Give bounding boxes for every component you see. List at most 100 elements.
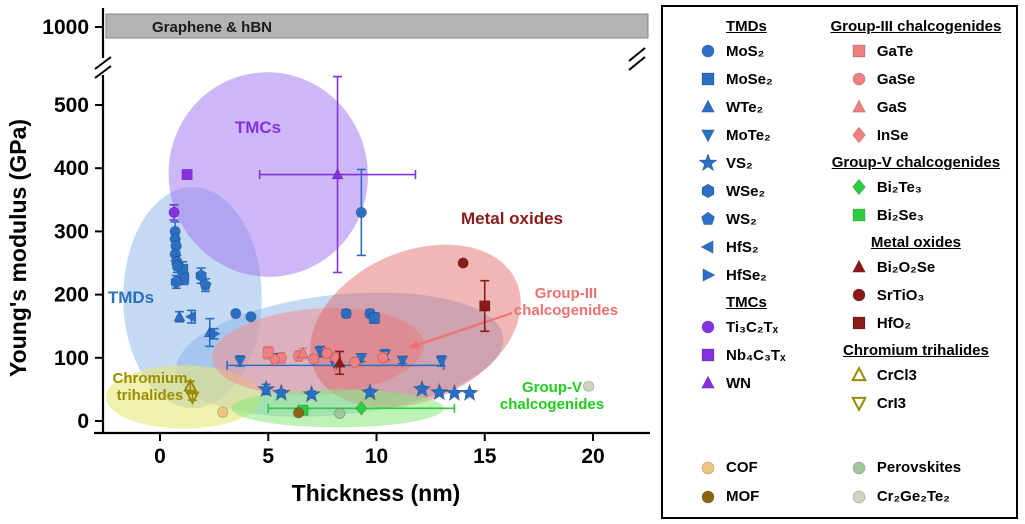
point-Ti3C2Tx — [168, 206, 180, 218]
y-tick-label: 200 — [54, 284, 89, 307]
data-points — [168, 75, 595, 419]
legend-item-label: Nb₄C₃Tₓ — [726, 346, 786, 364]
legend-item-label: Bi₂Te₃ — [876, 178, 922, 196]
legend-item-label: Bi₂Se₃ — [876, 206, 924, 224]
y-tick-label: 500 — [54, 94, 89, 117]
legend-marker-open-triangle-up-icon — [850, 366, 867, 382]
legend-item: COF — [671, 453, 822, 482]
legend-marker-triangle-down-icon — [701, 129, 715, 143]
point-WSe2 — [170, 275, 182, 289]
point-VS2 — [429, 382, 449, 401]
point-MoSe2 — [368, 312, 380, 324]
legend-item-label: CrCl3 — [876, 366, 917, 384]
graphene-band — [105, 13, 649, 39]
legend-item: Perovskites — [822, 453, 1010, 482]
point-Nb4C3Tx — [181, 168, 193, 181]
point-GaS — [296, 346, 309, 359]
region-label-metal-oxides: Metal oxides — [461, 209, 563, 228]
legend-item-label: Ti₃C₂Tₓ — [726, 318, 779, 336]
point-WS2 — [199, 278, 212, 291]
point-MoS2 — [355, 206, 367, 218]
graphene-band-label: Graphene & hBN — [152, 19, 272, 36]
legend-item-label: GaSe — [876, 70, 916, 88]
legend-item: SrTiO₃ — [822, 281, 1010, 309]
legend-marker-circle-icon — [701, 490, 715, 503]
point-GaSe — [308, 353, 320, 365]
point-MoTe2 — [396, 355, 409, 368]
legend-item: MoSe₂ — [671, 65, 822, 93]
point-InSe — [268, 352, 281, 368]
point-MoS2 — [230, 308, 242, 320]
point-GaSe — [321, 347, 333, 359]
x-tick-label: 15 — [473, 445, 497, 468]
legend-item: HfO₂ — [822, 309, 1010, 337]
legend-group-header: TMDs — [726, 18, 767, 35]
legend-item-label: Cr₂Ge₂Te₂ — [876, 488, 950, 505]
point-COF — [217, 406, 229, 418]
legend-item: MoS₂ — [671, 37, 822, 65]
point-GaTe — [262, 347, 274, 359]
legend-item-label: GaS — [876, 98, 907, 116]
region-label-tmcs: TMCs — [235, 118, 281, 137]
legend-item-label: COF — [726, 459, 758, 476]
legend-item: GaS — [822, 93, 1010, 121]
point-HfO2 — [479, 300, 491, 312]
legend-item: Bi₂Te₃ — [822, 173, 1010, 201]
point-VS2 — [444, 383, 465, 402]
legend-item: WN — [671, 369, 822, 397]
point-VS2 — [256, 379, 276, 398]
Metal-oxides-region — [310, 244, 521, 408]
legend-item: WS₂ — [671, 205, 822, 233]
x-tick-label: 20 — [581, 445, 604, 468]
legend-item: CrI3 — [822, 389, 1010, 417]
legend-group-header: Group-V chalcogenides — [831, 154, 1001, 171]
point-SrTiO3 — [457, 257, 469, 269]
legend-item: InSe — [822, 121, 1010, 149]
region-label-tmds: TMDs — [108, 288, 154, 307]
legend-item-label: HfO₂ — [876, 314, 912, 332]
legend-marker-circle-icon — [701, 461, 715, 474]
legend-item-label: MoTe₂ — [726, 126, 771, 144]
legend-item-label: MOF — [726, 488, 760, 505]
legend-item: MoTe₂ — [671, 121, 822, 149]
point-HfSe2 — [209, 327, 221, 340]
legend-marker-triangle-up-icon — [851, 259, 866, 273]
legend-marker-circle-icon — [852, 288, 866, 302]
legend-item-label: InSe — [876, 126, 909, 144]
point-WTe2 — [173, 309, 186, 322]
legend-marker-square-icon — [852, 316, 866, 330]
legend-marker-diamond-icon — [852, 178, 866, 196]
legend-item: MOF — [671, 482, 822, 511]
legend-item-label: VS₂ — [726, 154, 753, 172]
legend-item: Bi₂O₂Se — [822, 253, 1010, 281]
legend-marker-hexagon-icon — [701, 183, 715, 199]
y-axis-title: Young's modulus (GPa) — [5, 119, 31, 377]
point-Bi2Te3 — [355, 401, 368, 416]
legend-item: HfSe₂ — [671, 261, 822, 289]
legend-marker-circle-icon — [701, 320, 715, 334]
legend-item: Cr₂Ge₂Te₂ — [822, 482, 1010, 511]
legend-marker-pentagon-icon — [701, 211, 715, 225]
y-tick-label: 300 — [54, 220, 89, 243]
point-WN — [331, 167, 344, 180]
legend-group-header: TMCs — [726, 294, 767, 311]
point-VS2 — [412, 379, 432, 398]
legend-marker-triangle-up-icon — [851, 99, 866, 113]
point-GaSe — [377, 352, 389, 364]
legend-item: WSe₂ — [671, 177, 822, 205]
legend-item-label: Perovskites — [876, 459, 962, 476]
point-MoS2 — [340, 308, 352, 320]
legend-marker-square-icon — [701, 348, 715, 362]
legend-item-label: SrTiO₃ — [876, 286, 925, 304]
x-tick-label: 5 — [262, 445, 274, 468]
legend-marker-circle-icon — [852, 72, 866, 86]
legend-marker-circle-icon — [701, 44, 715, 58]
